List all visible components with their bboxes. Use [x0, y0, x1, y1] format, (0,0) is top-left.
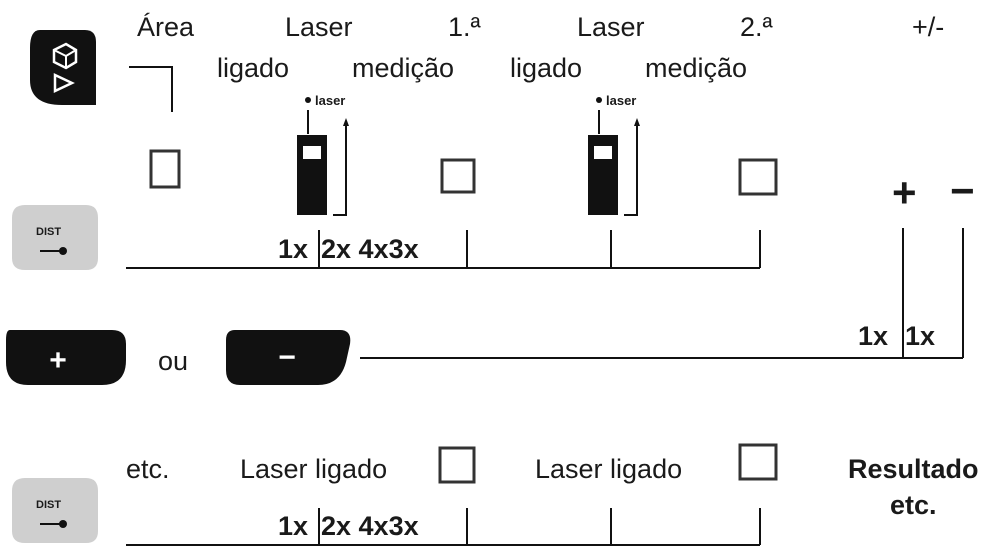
- result-etc-label: etc.: [890, 490, 937, 520]
- dist-label-bottom: DIST: [36, 499, 61, 511]
- area-volume-function-icon: [52, 42, 78, 93]
- press-2x-4x3x-label: 2x 4x3x: [321, 234, 419, 264]
- function-key[interactable]: [30, 30, 96, 105]
- display-square-1: [149, 149, 181, 189]
- laser-ligado-label-2: Laser ligado: [535, 454, 682, 484]
- minus-sign: −: [950, 167, 975, 214]
- plus-1x-label: 1x: [858, 321, 888, 351]
- label-ligado-2: ligado: [510, 53, 582, 83]
- bottom-2x-4x3x-label: 2x 4x3x: [321, 511, 419, 541]
- laser-device-display-icon: [297, 97, 349, 216]
- plus-button[interactable]: +: [6, 330, 126, 385]
- plus-sign: +: [892, 169, 917, 216]
- display-square-2: [440, 158, 476, 194]
- minus-button[interactable]: −: [226, 330, 351, 385]
- dist-label-top: DIST: [36, 226, 61, 238]
- label-second-measure: 2.ª: [740, 12, 774, 42]
- display-square-5: [738, 443, 778, 481]
- label-ligado-1: ligado: [217, 53, 289, 83]
- label-laser-1: Laser: [285, 12, 353, 42]
- dist-button-bottom[interactable]: DIST: [12, 478, 98, 543]
- laser-small-label-1: laser: [315, 93, 345, 108]
- label-area: Área: [137, 12, 195, 42]
- label-medicao-2: medição: [645, 53, 747, 83]
- laser-ligado-label-1: Laser ligado: [240, 454, 387, 484]
- press-1x-label: 1x: [278, 234, 308, 264]
- label-first-measure: 1.ª: [448, 12, 482, 42]
- laser-device-display-icon: [588, 97, 640, 216]
- display-square-3: [738, 158, 778, 196]
- result-label: Resultado: [848, 454, 979, 484]
- label-plusminus: +/-: [912, 12, 944, 42]
- minus-key-glyph: −: [278, 341, 296, 374]
- label-laser-2: Laser: [577, 12, 645, 42]
- laser-small-label-2: laser: [606, 93, 636, 108]
- etc-label: etc.: [126, 454, 170, 484]
- area-bracket: [129, 66, 173, 112]
- label-medicao-1: medição: [352, 53, 454, 83]
- bottom-1x-label: 1x: [278, 511, 308, 541]
- or-label: ou: [158, 346, 188, 376]
- plus-key-glyph: +: [49, 344, 67, 377]
- dist-button-top[interactable]: DIST: [12, 205, 98, 270]
- minus-1x-label: 1x: [905, 321, 935, 351]
- display-square-4: [438, 446, 476, 484]
